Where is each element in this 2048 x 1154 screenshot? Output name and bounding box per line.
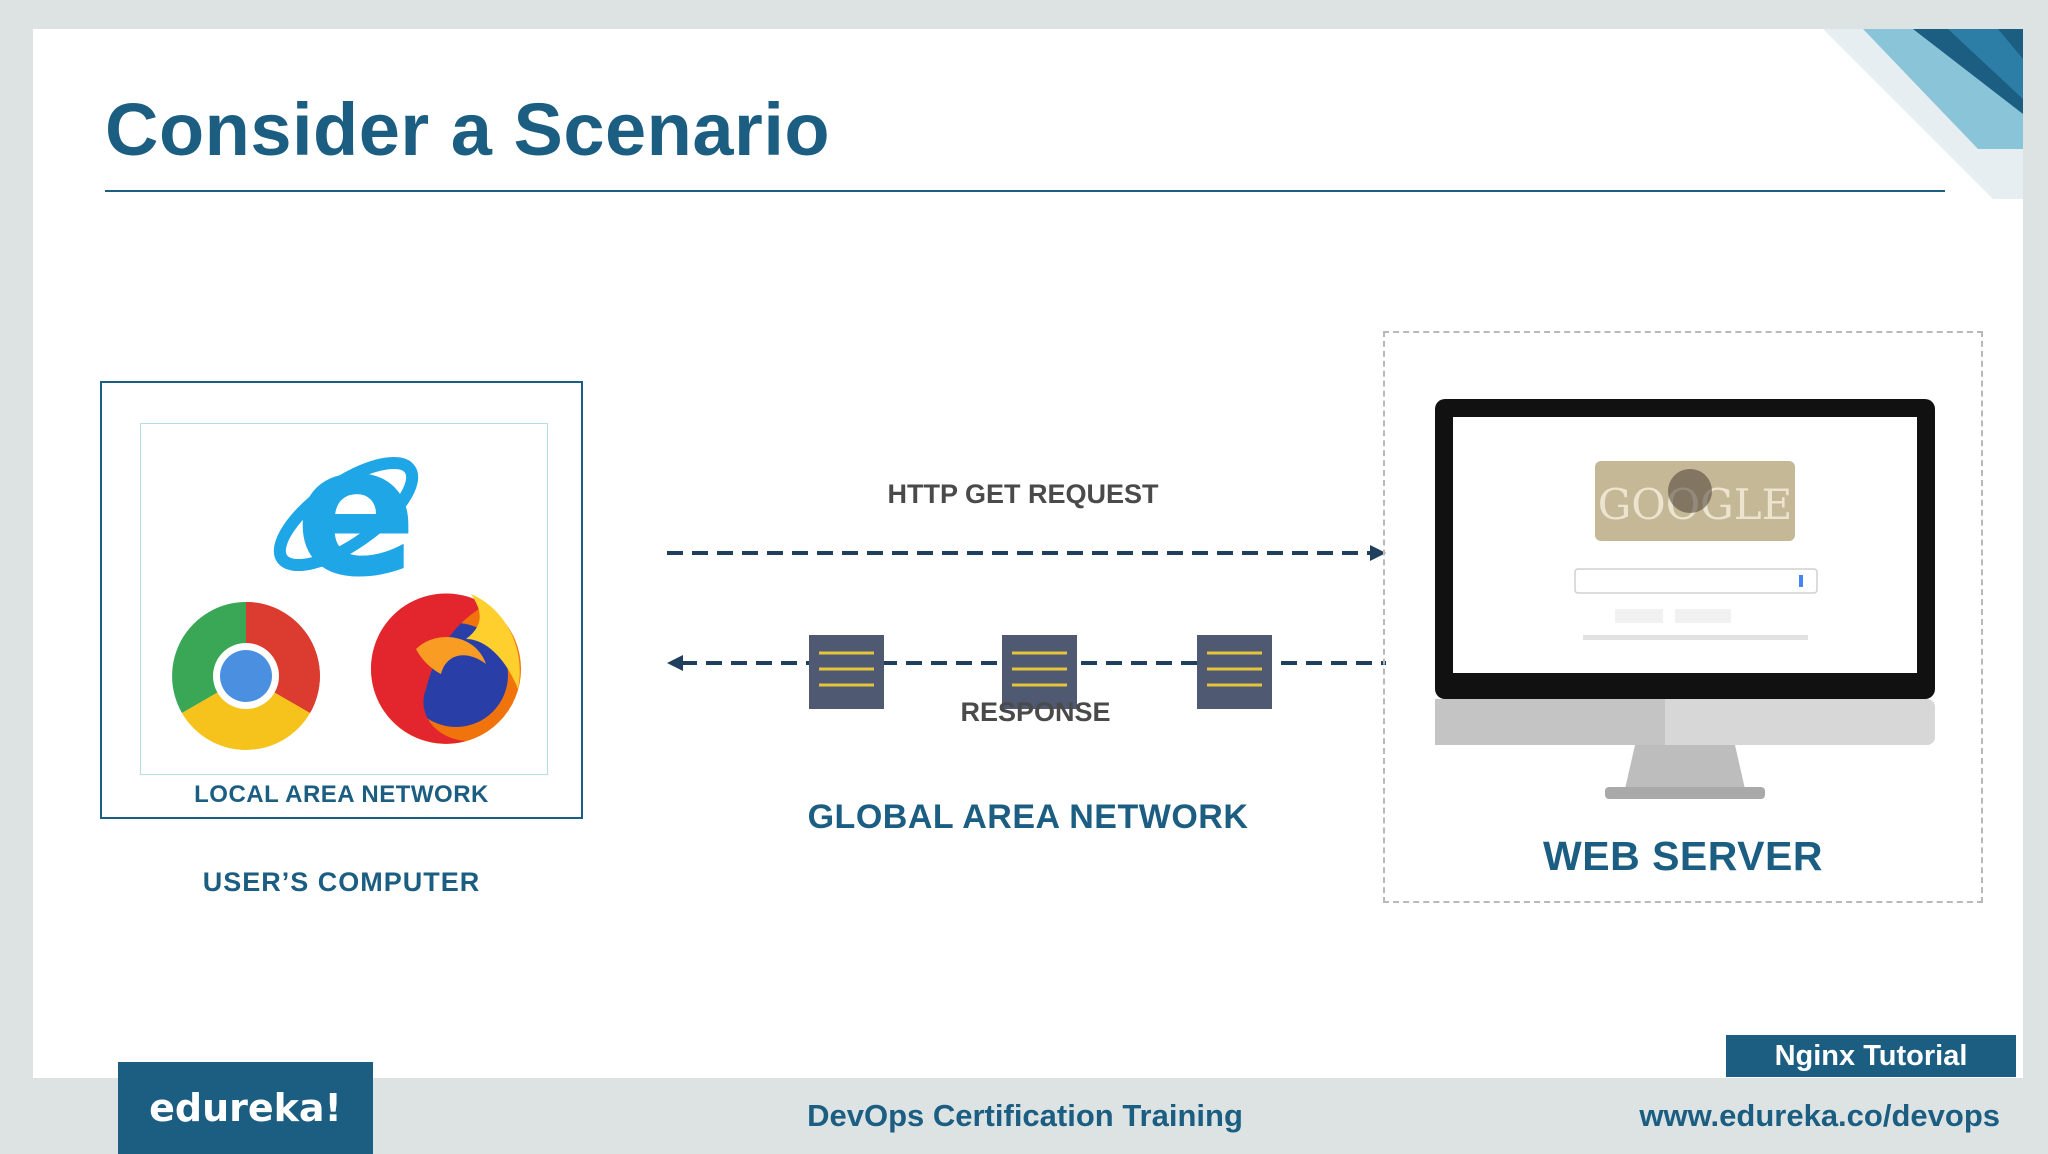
internet-explorer-icon: e: [273, 408, 419, 617]
edureka-logo: edureka!: [118, 1062, 373, 1154]
firefox-icon: [370, 593, 521, 744]
users-computer-label: USER’S COMPUTER: [202, 867, 481, 897]
site-url[interactable]: www.edureka.co/devops: [1639, 1098, 2000, 1133]
monitor-icon: GOOGLE: [1435, 399, 1935, 799]
response-packet: [1197, 635, 1272, 709]
svg-text:e: e: [295, 424, 417, 617]
response-label: RESPONSE: [960, 697, 1111, 727]
course-title: DevOps Certification Training: [807, 1098, 1243, 1133]
response-packet: [809, 635, 884, 709]
request-arrow: [667, 545, 1386, 561]
browser-icons: e: [172, 408, 521, 750]
slide-title: Consider a Scenario: [105, 88, 831, 171]
web-server-box: GOOGLE WEB SERVER: [1383, 331, 1983, 903]
global-area-network-label: GLOBAL AREA NETWORK: [807, 798, 1249, 836]
slide: Consider a Scenario e: [33, 29, 2023, 1078]
response-packet: [1002, 635, 1077, 709]
http-get-request-label: HTTP GET REQUEST: [887, 479, 1159, 509]
browser-icons-frame: e: [140, 408, 548, 775]
nginx-tutorial-badge: Nginx Tutorial: [1726, 1035, 2016, 1077]
network-arrows: [667, 545, 1386, 709]
local-area-network-label: LOCAL AREA NETWORK: [194, 781, 489, 808]
local-area-network-box: e: [100, 381, 583, 819]
title-divider: [105, 190, 1945, 192]
corner-decoration: [1823, 29, 2023, 199]
chrome-icon: [172, 602, 320, 750]
web-server-label: WEB SERVER: [1543, 833, 1823, 879]
